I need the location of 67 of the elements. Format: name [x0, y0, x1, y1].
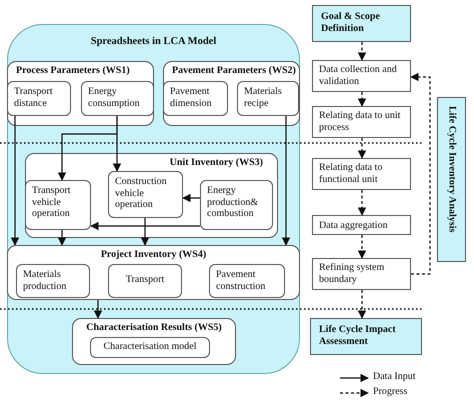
stage-box: [312, 5, 411, 42]
parameter-label: Transport: [124, 273, 166, 286]
parameter-box: [81, 81, 154, 116]
parameter-box: [237, 81, 299, 116]
process-box: [312, 158, 411, 190]
stage-box: [310, 318, 422, 355]
worksheet-title: Project Inventory (WS4): [100, 248, 208, 260]
arrow: [358, 138, 366, 159]
legend-label: Progress: [373, 386, 408, 398]
stage-label: Life Cycle Impact Assessment: [318, 323, 397, 347]
arrow: [182, 194, 200, 202]
worksheet-title: Process Parameters (WS1): [15, 64, 131, 76]
arrow: [58, 116, 118, 181]
arrow: [58, 230, 66, 246]
parameter-box: [16, 264, 90, 298]
parameter-box: [7, 81, 71, 116]
parameter-box: [25, 180, 91, 230]
arrow: [358, 190, 366, 216]
stage-label: Life Cycle Inventory Analysis: [446, 106, 458, 232]
step-label: Data aggregation: [318, 219, 389, 232]
parameter-box: [108, 171, 183, 218]
arrow: [282, 116, 290, 246]
worksheet-box: [72, 318, 236, 365]
arrow: [140, 218, 150, 246]
step-label: Refining system boundary: [318, 261, 386, 285]
worksheet-box: [163, 61, 300, 126]
worksheet-box: [7, 61, 154, 126]
worksheet-box: [25, 153, 278, 238]
parameter-label: Construction vehicle operation: [114, 175, 168, 210]
arrow: [410, 72, 431, 275]
parameter-label: Transport vehicle operation: [31, 184, 72, 220]
worksheet-title: Unit Inventory (WS3): [168, 156, 264, 168]
parameter-label: Energy consumption: [87, 85, 141, 109]
step-label: Relating data to unit process: [318, 109, 402, 133]
process-box: [312, 215, 411, 235]
arrow: [358, 235, 366, 259]
arrow: [358, 92, 366, 107]
worksheet-title: Pavement Parameters (WS2): [171, 64, 297, 76]
parameter-box: [163, 81, 228, 116]
worksheet-title: Characterisation Results (WS5): [85, 321, 223, 334]
model-panel: [7, 24, 300, 374]
parameter-label: Transport distance: [13, 85, 54, 109]
arrow: [358, 42, 366, 61]
step-label: Data collection and validation: [318, 63, 398, 87]
parameter-box: [209, 264, 285, 298]
parameter-label: Pavement dimension: [169, 85, 213, 109]
parameter-box: [108, 264, 182, 298]
step-label: Relating data to functional unit: [318, 161, 384, 185]
parameter-label: Characterisation model: [102, 340, 198, 352]
legend-label: Data Input: [373, 371, 416, 382]
stage-box: [437, 97, 466, 262]
arrow: [90, 222, 200, 230]
parameter-label: Energy production& combustion: [206, 184, 260, 220]
process-box: [312, 60, 411, 92]
arrow: [358, 290, 366, 319]
arrow: [10, 116, 20, 246]
parameter-label: Materials production: [22, 268, 68, 292]
arrow: [94, 300, 102, 319]
parameter-label: Pavement construction: [215, 268, 266, 292]
stage-label: Goal & Scope Definition: [320, 10, 381, 34]
parameter-box: [90, 337, 210, 358]
worksheet-box: [7, 245, 300, 300]
process-box: [312, 258, 411, 290]
parameter-box: [200, 180, 273, 230]
panel-title: Spreadsheets in LCA Model: [90, 36, 218, 48]
process-box: [312, 106, 411, 138]
parameter-label: Materials recipe: [243, 85, 283, 109]
